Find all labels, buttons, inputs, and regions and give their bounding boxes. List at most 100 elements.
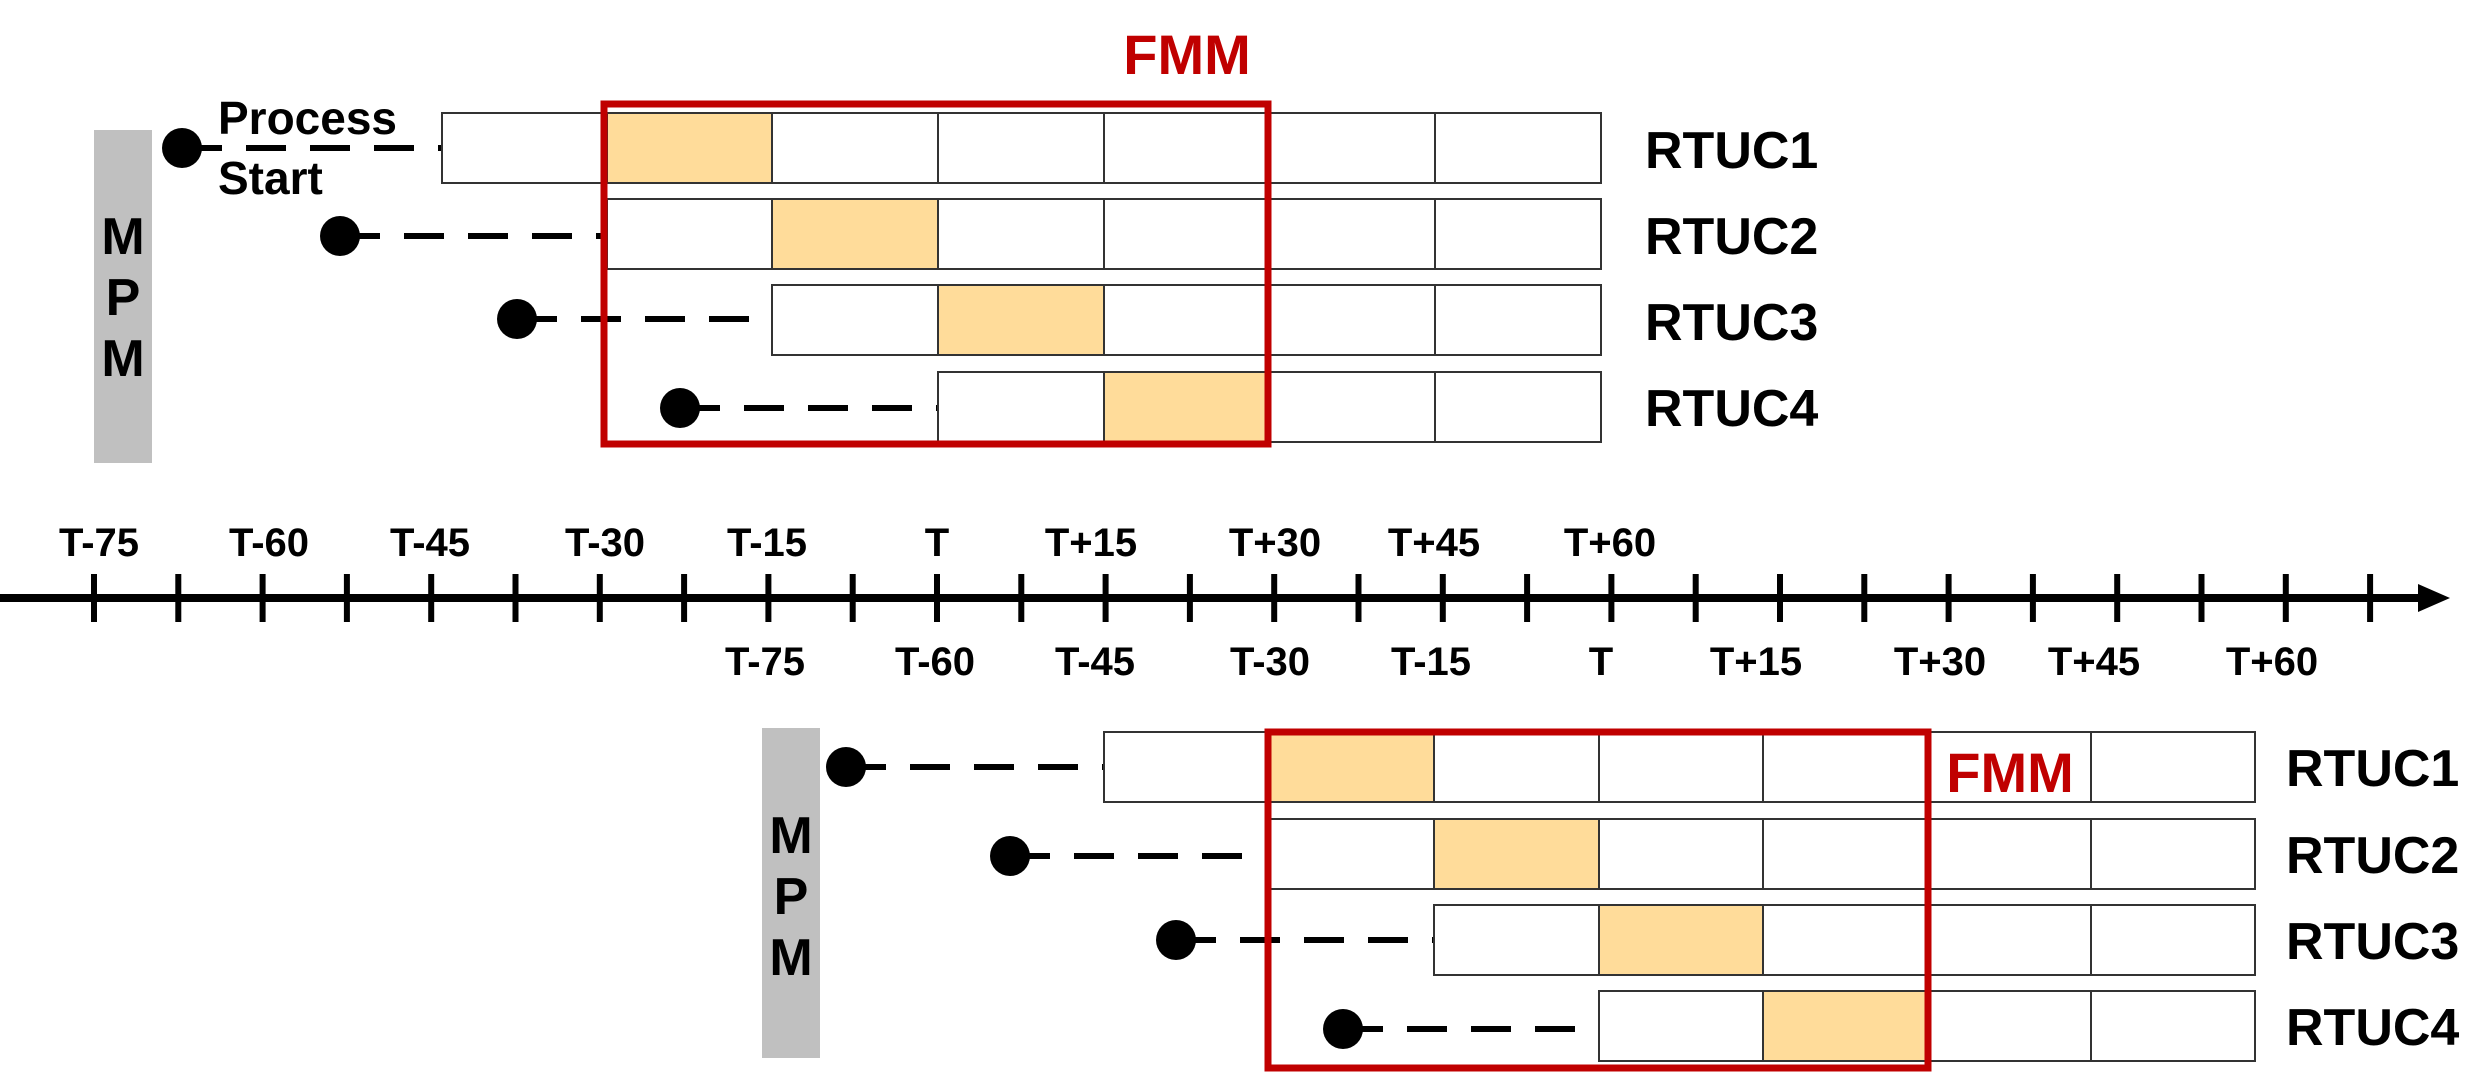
axis-bottom-labels: T-75 T-60 T-45 T-30 T-15 T T+15 T+30 T+4… bbox=[725, 640, 2318, 684]
axis-bottom-tick-label: T+15 bbox=[1710, 640, 1802, 684]
axis-bottom-tick-label: T bbox=[1589, 640, 1613, 684]
axis-bottom-tick-label: T-15 bbox=[1391, 640, 1471, 684]
top-row-rtuc4: RTUC4 bbox=[660, 371, 1818, 443]
top-group: M P M Process Start RTUC1 bbox=[94, 23, 1818, 463]
row-label: RTUC1 bbox=[1645, 122, 1818, 180]
top-row-rtuc3: RTUC3 bbox=[497, 284, 1818, 356]
axis-top-tick-label: T-45 bbox=[390, 521, 470, 565]
process-start-dot bbox=[320, 216, 360, 256]
row-cell bbox=[1433, 731, 1600, 803]
axis-top-tick-label: T-15 bbox=[727, 521, 807, 565]
row-cell bbox=[1926, 904, 2092, 976]
axis-arrowhead bbox=[2418, 584, 2450, 612]
row-cell-highlighted bbox=[771, 198, 939, 270]
bottom-fmm-box bbox=[1264, 728, 1932, 1072]
axis-bottom-tick-label: T-30 bbox=[1230, 640, 1310, 684]
axis-bottom-tick-label: T-60 bbox=[895, 640, 975, 684]
row-cell bbox=[937, 198, 1105, 270]
row-cell-highlighted bbox=[1433, 818, 1600, 890]
axis-ticks bbox=[91, 574, 2374, 622]
row-label: RTUC3 bbox=[2286, 913, 2459, 971]
row-cell bbox=[937, 371, 1105, 443]
top-mpm-bar bbox=[94, 130, 152, 463]
process-start-label: Process bbox=[218, 92, 397, 144]
row-cell bbox=[1103, 198, 1270, 270]
row-cell bbox=[1268, 284, 1436, 356]
row-cell bbox=[1434, 371, 1602, 443]
row-cell bbox=[2090, 990, 2256, 1062]
row-cell bbox=[1268, 371, 1436, 443]
process-start-dot bbox=[990, 836, 1030, 876]
process-start-dot bbox=[1156, 920, 1196, 960]
row-cell bbox=[1433, 904, 1600, 976]
row-cell bbox=[1103, 731, 1270, 803]
row-cell-highlighted bbox=[1598, 904, 1764, 976]
row-cell bbox=[2090, 818, 2256, 890]
axis-top-tick-label: T+60 bbox=[1564, 521, 1656, 565]
row-cell bbox=[1598, 990, 1764, 1062]
axis-top-labels: T-75 T-60 T-45 T-30 T-15 T T+15 T+30 T+4… bbox=[59, 521, 1656, 565]
bottom-fmm-label: FMM bbox=[1946, 741, 2074, 804]
bottom-row-rtuc4: RTUC4 bbox=[1323, 990, 2459, 1062]
bottom-row-rtuc1: RTUC1 bbox=[826, 731, 2459, 803]
row-cell bbox=[1434, 112, 1602, 184]
row-cell bbox=[2090, 904, 2256, 976]
axis-top-tick-label: T bbox=[925, 521, 949, 565]
row-cell bbox=[1434, 198, 1602, 270]
bottom-mpm-letter: M bbox=[769, 929, 812, 987]
row-cell-highlighted bbox=[1268, 731, 1435, 803]
process-start-label: Start bbox=[218, 152, 323, 204]
row-cell bbox=[1762, 904, 1928, 976]
process-start-dot bbox=[162, 128, 202, 168]
top-mpm-letter: M bbox=[101, 208, 144, 266]
row-cell bbox=[1598, 731, 1764, 803]
row-cell-highlighted bbox=[1762, 990, 1928, 1062]
process-start-dot bbox=[660, 388, 700, 428]
row-cell bbox=[1268, 818, 1435, 890]
row-cell bbox=[1103, 284, 1270, 356]
row-label: RTUC3 bbox=[1645, 294, 1818, 352]
row-cell bbox=[1926, 731, 2092, 803]
process-start-dot bbox=[497, 299, 537, 339]
row-label: RTUC1 bbox=[2286, 740, 2459, 798]
row-cell bbox=[1268, 198, 1436, 270]
process-start-dot bbox=[1323, 1009, 1363, 1049]
axis-top-tick-label: T-30 bbox=[565, 521, 645, 565]
top-row-rtuc1: RTUC1 bbox=[162, 112, 1818, 184]
axis-bottom-tick-label: T+30 bbox=[1894, 640, 1986, 684]
axis-bottom-tick-label: T-45 bbox=[1055, 640, 1135, 684]
top-fmm-label: FMM bbox=[1123, 23, 1251, 86]
row-label: RTUC4 bbox=[1645, 380, 1818, 438]
top-row-rtuc2: RTUC2 bbox=[320, 198, 1818, 270]
axis-bottom-tick-label: T+45 bbox=[2048, 640, 2140, 684]
row-cell bbox=[1598, 818, 1764, 890]
row-cell bbox=[1762, 818, 1928, 890]
bottom-mpm-letter: M bbox=[769, 807, 812, 865]
row-cell bbox=[1103, 112, 1270, 184]
row-cell bbox=[441, 112, 608, 184]
row-cell bbox=[937, 112, 1105, 184]
process-start-dot bbox=[826, 747, 866, 787]
bottom-row-rtuc2: RTUC2 bbox=[990, 818, 2459, 890]
row-cell bbox=[771, 112, 939, 184]
bottom-mpm-bar bbox=[762, 728, 820, 1058]
row-label: RTUC4 bbox=[2286, 999, 2459, 1057]
axis-top-tick-label: T+30 bbox=[1229, 521, 1321, 565]
row-label: RTUC2 bbox=[2286, 827, 2459, 885]
axis-top-tick-label: T+45 bbox=[1388, 521, 1480, 565]
axis-top-tick-label: T-75 bbox=[59, 521, 139, 565]
bottom-mpm-letter: P bbox=[774, 868, 809, 926]
top-fmm-box bbox=[600, 100, 1272, 448]
row-cell bbox=[1268, 112, 1436, 184]
row-cell bbox=[1762, 731, 1928, 803]
bottom-row-rtuc3: RTUC3 bbox=[1156, 904, 2459, 976]
axis-bottom-tick-label: T+60 bbox=[2226, 640, 2318, 684]
row-cell bbox=[1926, 990, 2092, 1062]
row-cell-highlighted bbox=[1103, 371, 1270, 443]
row-cell-highlighted bbox=[606, 112, 773, 184]
timeline-axis: T-75 T-60 T-45 T-30 T-15 T T+15 T+30 T+4… bbox=[0, 521, 2450, 684]
row-cell bbox=[1926, 818, 2092, 890]
row-cell bbox=[1434, 284, 1602, 356]
top-mpm-letter: P bbox=[106, 269, 141, 327]
top-mpm-letter: M bbox=[101, 330, 144, 388]
